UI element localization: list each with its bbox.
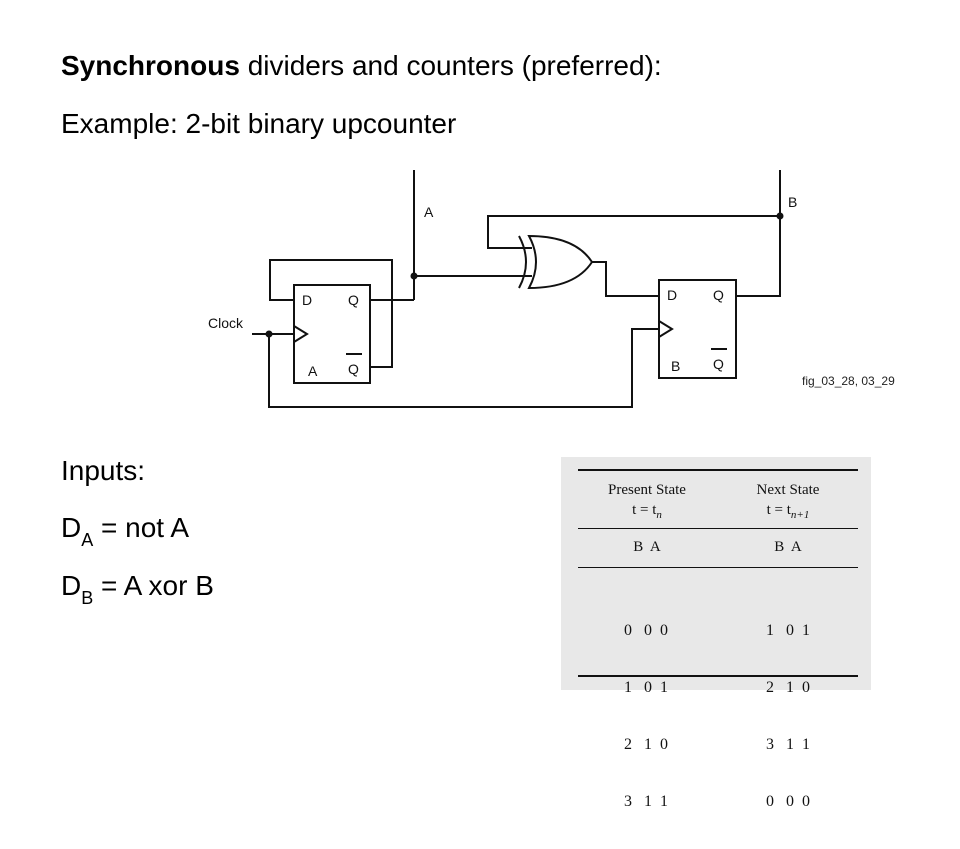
table-header-rule — [578, 528, 858, 529]
equation-da-rest: = not A — [93, 512, 189, 543]
present-time-label: t = tn — [587, 502, 707, 521]
table-row: 3 1 1 — [624, 793, 668, 810]
equation-da-d: D — [61, 512, 82, 543]
table-row: 0 0 0 — [624, 622, 668, 639]
table-top-rule — [578, 469, 858, 471]
junction-b-dot — [776, 212, 784, 220]
inputs-label: Inputs: — [61, 455, 146, 486]
equation-da: DA = not A — [61, 512, 189, 550]
example-line: Example: 2-bit binary upcounter — [61, 108, 457, 139]
xor-gate-extra-arc — [518, 235, 527, 289]
equation-db-rest: = A xor B — [93, 570, 214, 601]
wire-xor-to-db — [592, 261, 659, 297]
clock-label: Clock — [208, 315, 244, 331]
table-row: 2 1 0 — [624, 736, 668, 753]
present-time-sub: n — [656, 509, 662, 521]
table-sub-rule — [578, 567, 858, 568]
next-col-labels: B A — [774, 539, 802, 555]
equation-da-sub: A — [81, 530, 94, 550]
ff-a-q-label: Q — [348, 292, 359, 308]
present-state-header: Present State — [608, 482, 686, 498]
equation-db-sub: B — [81, 588, 94, 608]
table-row: 1 0 1 — [624, 679, 668, 696]
clock-input-b-icon — [658, 320, 674, 338]
heading-rest: dividers and counters (preferred): — [239, 50, 662, 81]
heading-bold: Synchronous — [61, 50, 240, 81]
table-row: 2 1 0 — [766, 679, 810, 696]
counter-circuit-diagram: Clock D Q Q A D Q Q B A B — [208, 170, 797, 408]
equation-db-d: D — [61, 570, 82, 601]
next-rows: 1 0 1 2 1 0 3 1 1 0 0 0 — [733, 583, 843, 849]
equation-db: DB = A xor B — [61, 570, 214, 608]
junction-a-dot — [410, 272, 418, 280]
ff-a-d-label: D — [302, 292, 312, 308]
table-bottom-rule — [578, 675, 858, 677]
wire-b-label: B — [788, 194, 797, 210]
table-row: 1 0 1 — [766, 622, 810, 639]
present-rows: 0 0 0 1 0 1 2 1 0 3 1 1 — [591, 583, 701, 849]
next-time-sub: n+1 — [790, 509, 810, 521]
next-state-header: Next State — [756, 482, 820, 498]
wire-a-label: A — [424, 204, 434, 220]
ff-b-q-label: Q — [713, 287, 724, 303]
ff-a-qbar-label: Q — [348, 361, 359, 377]
next-time-text: t = t — [766, 502, 791, 518]
state-table: Present State Next State t = tn t = tn+1… — [561, 457, 871, 810]
next-time-label: t = tn+1 — [733, 502, 843, 521]
junction-clock-dot — [265, 330, 273, 338]
wire-b-output — [736, 170, 781, 297]
ff-b-qbar-label: Q — [713, 356, 724, 372]
table-row: 3 1 1 — [766, 736, 810, 753]
ff-b-d-label: D — [667, 287, 677, 303]
clock-input-a-icon — [293, 325, 309, 343]
wire-a-feedback — [269, 259, 393, 368]
present-col-labels: B A — [633, 539, 661, 555]
present-time-text: t = t — [632, 502, 657, 518]
xor-gate-icon — [527, 234, 594, 290]
ff-b-name-label: B — [671, 358, 680, 374]
wire-b-feedback — [487, 215, 780, 249]
wire-clock-to-b — [268, 328, 659, 408]
slide-heading: Synchronous dividers and counters (prefe… — [61, 50, 662, 82]
figure-caption: fig_03_28, 03_29 — [802, 374, 895, 388]
ff-a-name-label: A — [308, 363, 318, 379]
table-row: 0 0 0 — [766, 793, 810, 810]
